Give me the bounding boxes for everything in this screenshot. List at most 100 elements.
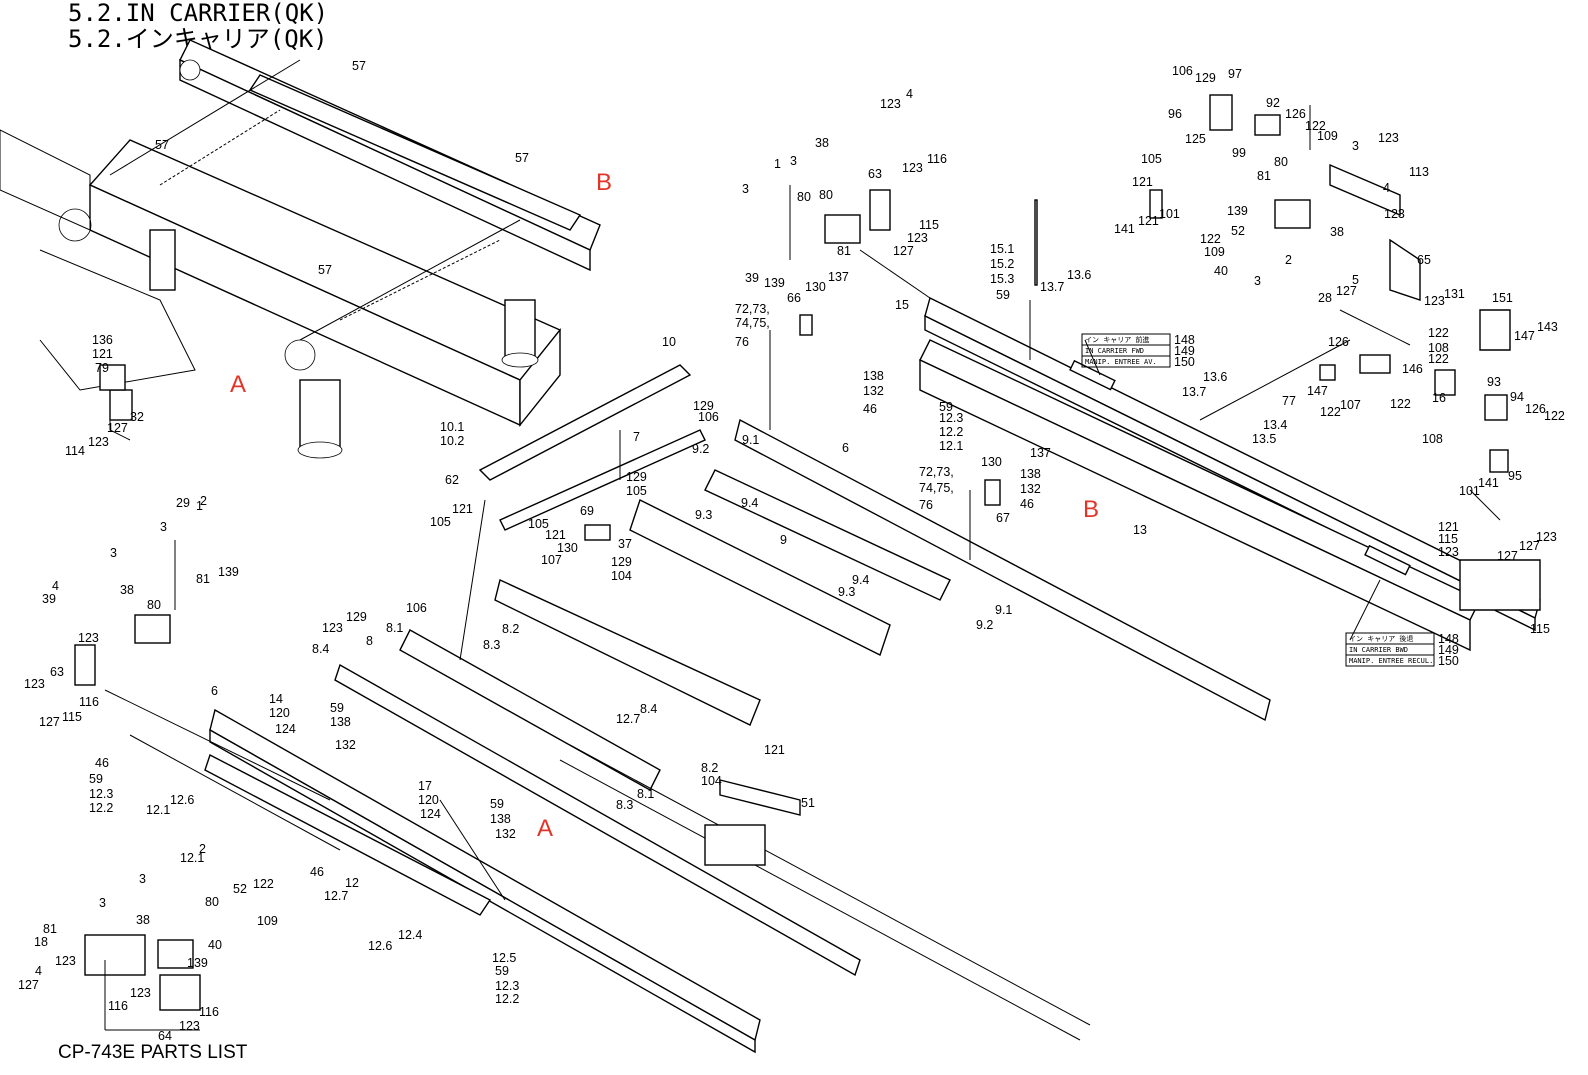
- part-number-label: 80: [205, 895, 219, 909]
- part-number-label: 46: [863, 402, 877, 416]
- part-number-label: 13.6: [1203, 370, 1227, 384]
- sticker-fwd-num-2: 149: [1174, 344, 1195, 358]
- part-number-label: 40: [208, 938, 222, 952]
- part-number-label: 74,75,: [919, 481, 954, 495]
- part-number-label: 127: [1519, 539, 1540, 553]
- part-number-label: 13.5: [1252, 432, 1276, 446]
- part-number-label: 59: [939, 400, 953, 414]
- part-number-label: 15.3: [990, 272, 1014, 286]
- part-number-label: 106: [406, 601, 427, 615]
- part-number-label: 52: [233, 882, 247, 896]
- part-number-label: 13.7: [1040, 280, 1064, 294]
- part-number-label: 38: [1330, 225, 1344, 239]
- part-number-label: 81: [1257, 169, 1271, 183]
- leader-lines: [104, 105, 1501, 1031]
- part-number-label: 13.6: [1067, 268, 1091, 282]
- part-number-label: 8.1: [637, 787, 654, 801]
- part-number-label: 139: [1227, 204, 1248, 218]
- part-number-label: 12.3: [89, 787, 113, 801]
- part-number-label: 108: [1422, 432, 1443, 446]
- part-number-label: 115: [1530, 622, 1550, 636]
- part-number-label: 67: [996, 511, 1010, 525]
- sticker-bwd-row-1: イン キャリア 後退: [1349, 634, 1413, 643]
- sticker-fwd-num-1: 148: [1174, 333, 1195, 347]
- part-number-label: 38: [120, 583, 134, 597]
- part-number-label: 57: [318, 263, 332, 277]
- part-number-label: 96: [1168, 107, 1182, 121]
- part-number-label: 59: [495, 964, 509, 978]
- part-number-label: 121: [92, 347, 113, 361]
- part-number-label: 14: [269, 692, 283, 706]
- part-number-label: 57: [515, 151, 529, 165]
- part-number-label: 12: [345, 876, 359, 890]
- part-number-label: 79: [95, 361, 109, 375]
- part-number-label: 151: [1492, 291, 1513, 305]
- part-number-label: 3: [139, 872, 146, 886]
- part-number-label: 116: [927, 152, 947, 166]
- part-number-label: 122: [1544, 409, 1565, 423]
- part-number-label: 105: [626, 484, 647, 498]
- part-number-label: 18: [34, 935, 48, 949]
- part-number-label: 8.2: [502, 622, 519, 636]
- part-number-label: 8.1: [386, 621, 403, 635]
- part-number-label: 121: [764, 743, 785, 757]
- part-number-label: 137: [1030, 446, 1051, 460]
- part-number-label: 115: [1438, 532, 1458, 546]
- frame-assembly: [0, 39, 601, 459]
- part-number-label: 129: [626, 470, 647, 484]
- part-number-label: 10.1: [440, 420, 464, 434]
- part-number-label: 3: [99, 896, 106, 910]
- part-number-label: 106: [1172, 64, 1193, 78]
- part-number-label: 109: [257, 914, 278, 928]
- callout-a: A: [230, 371, 246, 398]
- part-number-label: 46: [1020, 497, 1034, 511]
- part-number-label: 131: [1444, 287, 1465, 301]
- part-number-label: 12.4: [398, 928, 422, 942]
- part-number-label: 139: [187, 956, 208, 970]
- part-number-label: 122: [1390, 397, 1411, 411]
- sticker-fwd-num-3: 150: [1174, 355, 1195, 369]
- part-number-label: 10.2: [440, 434, 464, 448]
- part-number-label: 5: [1352, 273, 1359, 287]
- part-number-label: 3: [742, 182, 749, 196]
- part-number-label: 122: [1320, 405, 1341, 419]
- part-number-label: 76: [919, 498, 933, 512]
- part-number-label: 8.3: [616, 798, 633, 812]
- part-number-label: 9.1: [995, 603, 1012, 617]
- part-number-label: 2: [1285, 253, 1292, 267]
- part-number-label: 12.7: [324, 889, 348, 903]
- callout-letters: B A B A: [230, 169, 1099, 842]
- part-number-label: 12.2: [939, 425, 963, 439]
- sticker-fwd-row-2: IN CARRIER FWD: [1085, 347, 1144, 355]
- sticker-fwd-row-3: MANIP. ENTREE AV.: [1085, 358, 1157, 366]
- part-number-label: 95: [1508, 469, 1522, 483]
- part-number-label: 1: [774, 157, 781, 171]
- part-number-label: 92: [1266, 96, 1280, 110]
- part-number-label: 132: [1020, 482, 1041, 496]
- callout-a: A: [537, 815, 553, 842]
- part-number-label: 81: [43, 922, 57, 936]
- part-number-label: 15.1: [990, 242, 1014, 256]
- section-title-en: 5.2.IN CARRIER(QK): [68, 0, 329, 27]
- part-number-label: 127: [107, 421, 128, 435]
- part-number-label: 3: [1352, 139, 1359, 153]
- part-number-label: 37: [618, 537, 632, 551]
- part-number-label: 59: [89, 772, 103, 786]
- part-number-label: 9.1: [742, 433, 759, 447]
- sticker-bwd-row-2: IN CARRIER BWD: [1349, 646, 1408, 654]
- part-number-label: 9.2: [692, 442, 709, 456]
- part-number-label: 57: [352, 59, 366, 73]
- part-number-label: 40: [1214, 264, 1228, 278]
- part-number-label: 77: [1282, 394, 1296, 408]
- part-number-label: 39: [42, 592, 56, 606]
- part-number-label: 12.5: [492, 951, 516, 965]
- part-number-label: 147: [1514, 329, 1535, 343]
- part-number-label: 141: [1114, 222, 1135, 236]
- part-number-label: 12.1: [939, 439, 963, 453]
- part-number-label: 64: [158, 1029, 172, 1043]
- part-number-label: 63: [868, 167, 882, 181]
- part-number-label: 109: [1317, 129, 1338, 143]
- part-number-label: 3: [160, 520, 167, 534]
- sticker-fwd: イン キャリア 前進 IN CARRIER FWD MANIP. ENTREE …: [1081, 333, 1195, 369]
